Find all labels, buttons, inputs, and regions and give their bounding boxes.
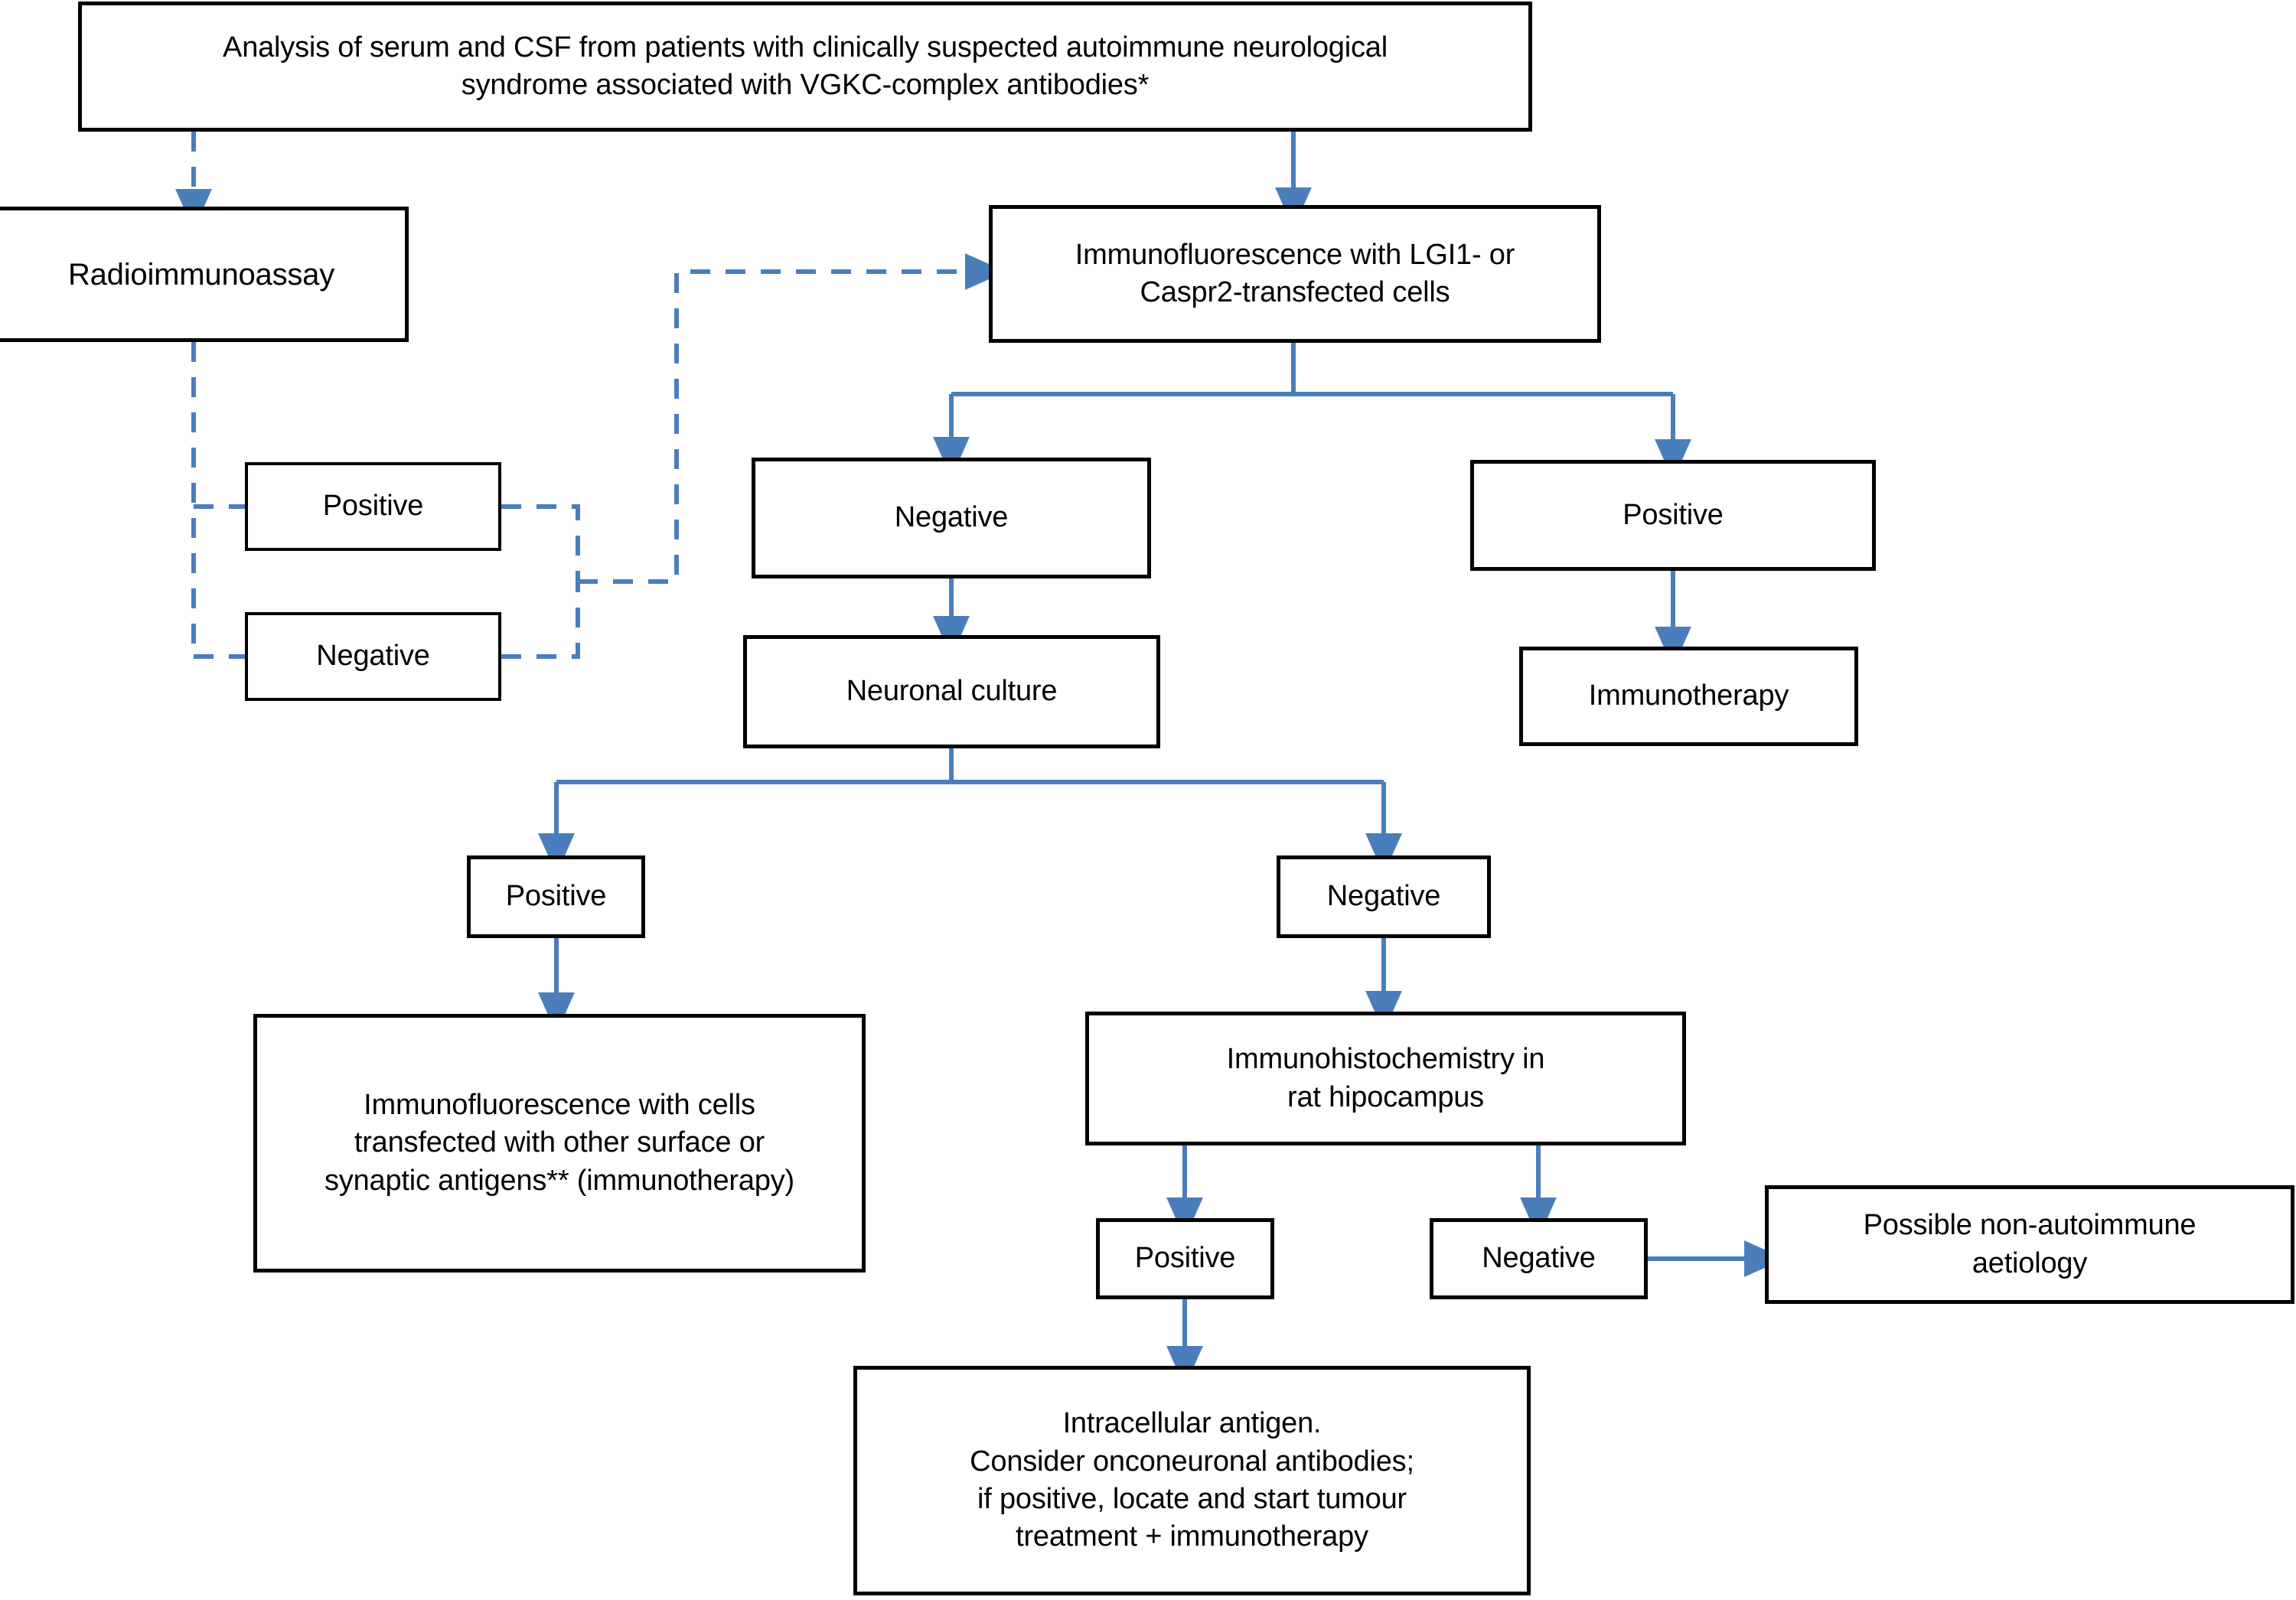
node-neuronal-culture[interactable]: Neuronal culture (743, 635, 1160, 748)
node-radioimmunoassay-label: Radioimmunoassay (67, 257, 335, 292)
node-non-autoimmune-aetiology[interactable]: Possible non-autoimmune aetiology (1765, 1185, 2294, 1304)
node-if-other-antigens[interactable]: Immunofluorescence with cells transfecte… (253, 1014, 866, 1273)
node-nc-negative[interactable]: Negative (1277, 855, 1491, 938)
node-if-other-antigens-label: Immunofluorescence with cells transfecte… (325, 1088, 794, 1197)
node-ihc-positive[interactable]: Positive (1096, 1218, 1274, 1299)
node-analysis[interactable]: Analysis of serum and CSF from patients … (78, 2, 1532, 132)
node-analysis-label: Analysis of serum and CSF from patients … (223, 31, 1388, 101)
node-ria-negative-label: Negative (316, 640, 430, 673)
node-immunofluorescence[interactable]: Immunofluorescence with LGI1- or Caspr2-… (989, 205, 1601, 343)
node-intracellular-antigen-label: Intracellular antigen. Consider onconeur… (970, 1407, 1414, 1553)
node-neuronal-culture-label: Neuronal culture (846, 675, 1058, 708)
node-if-negative-label: Negative (894, 501, 1009, 534)
node-non-autoimmune-aetiology-label: Possible non-autoimmune aetiology (1863, 1209, 2197, 1279)
node-nc-positive[interactable]: Positive (467, 855, 645, 938)
edge-ria-merge-to-immunofluorescence (578, 253, 1006, 584)
edge-ria-positive-out (501, 504, 580, 582)
node-if-positive[interactable]: Positive (1470, 460, 1876, 571)
node-immunotherapy[interactable]: Immunotherapy (1519, 647, 1858, 746)
node-ihc-positive-label: Positive (1134, 1242, 1236, 1275)
node-intracellular-antigen[interactable]: Intracellular antigen. Consider onconeur… (853, 1366, 1531, 1595)
node-radioimmunoassay[interactable]: Radioimmunoassay (0, 207, 409, 342)
edge-ria-negative-out (501, 582, 580, 659)
node-immunohistochemistry-label: Immunohistochemistry in rat hipocampus (1226, 1043, 1545, 1113)
node-ria-positive[interactable]: Positive (245, 462, 501, 551)
node-immunotherapy-label: Immunotherapy (1588, 679, 1789, 712)
node-nc-negative-label: Negative (1326, 880, 1441, 913)
node-immunofluorescence-label: Immunofluorescence with LGI1- or Caspr2-… (1075, 238, 1515, 308)
node-ria-positive-label: Positive (322, 490, 424, 523)
node-ihc-negative[interactable]: Negative (1430, 1218, 1648, 1299)
node-ihc-negative-label: Negative (1482, 1242, 1596, 1275)
node-nc-positive-label: Positive (505, 880, 607, 913)
node-if-positive-label: Positive (1623, 498, 1724, 531)
node-if-negative[interactable]: Negative (752, 458, 1151, 578)
node-immunohistochemistry[interactable]: Immunohistochemistry in rat hipocampus (1085, 1012, 1686, 1145)
node-ria-negative[interactable]: Negative (245, 612, 501, 701)
